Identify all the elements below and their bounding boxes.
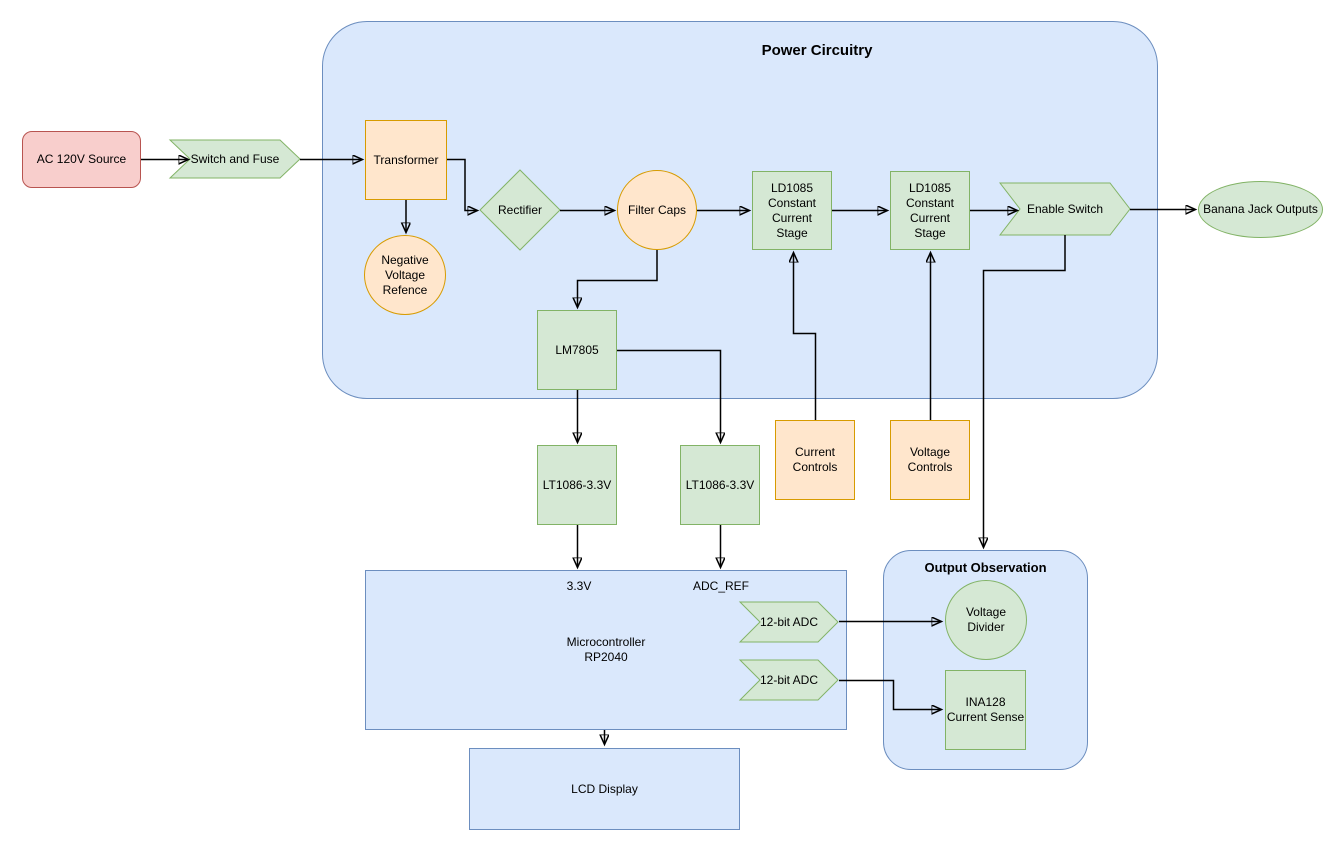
node-filter-caps-label: Filter Caps <box>627 202 686 217</box>
step-arrow-shape <box>998 182 1131 236</box>
node-switch-and-fuse-label: Switch and Fuse <box>190 151 280 166</box>
node-switch-and-fuse: Switch and Fuse <box>168 139 301 179</box>
node-filter-caps: Filter Caps <box>617 170 697 250</box>
node-lm7805: LM7805 <box>537 310 617 390</box>
diamond-shape <box>479 169 561 251</box>
group-power-circuitry-title: Power Circuitry <box>761 42 873 59</box>
node-banana-jack-outputs-label: Banana Jack Outputs <box>1203 202 1318 216</box>
node-negative-voltage-reference: Negative Voltage Refence <box>364 235 446 315</box>
node-lm7805-label: LM7805 <box>555 342 599 357</box>
node-microcontroller-rp2040: 3.3V ADC_REF Microcontroller RP2040 <box>365 570 847 730</box>
node-enable-switch-label: Enable Switch <box>1026 201 1104 216</box>
node-ld1085-stage-2: LD1085 Constant Current Stage <box>890 171 970 250</box>
node-microcontroller-rp2040-label: Microcontroller RP2040 <box>566 635 646 664</box>
node-voltage-controls: Voltage Controls <box>890 420 970 500</box>
node-current-controls: Current Controls <box>775 420 855 500</box>
node-banana-jack-outputs: Banana Jack Outputs <box>1198 181 1323 238</box>
step-arrow-shape <box>738 659 839 701</box>
node-lt1086-1: LT1086-3.3V <box>537 445 617 525</box>
node-ld1085-stage-1: LD1085 Constant Current Stage <box>752 171 832 250</box>
node-adc-1-label: 12-bit ADC <box>759 614 819 629</box>
mcu-pin-adc-ref-label: ADC_REF <box>692 579 749 593</box>
node-ld1085-stage-2-label: LD1085 Constant Current Stage <box>905 180 955 240</box>
node-ac-120v-source-label: AC 120V Source <box>36 152 127 166</box>
node-transformer: Transformer <box>365 120 447 200</box>
node-lt1086-2-label: LT1086-3.3V <box>685 477 755 492</box>
node-lcd-display-label: LCD Display <box>571 781 638 796</box>
node-voltage-controls-label: Voltage Controls <box>907 445 953 474</box>
node-ac-120v-source: AC 120V Source <box>22 131 141 188</box>
node-adc-2-label: 12-bit ADC <box>759 672 819 687</box>
node-enable-switch: Enable Switch <box>998 182 1131 236</box>
node-rectifier-label: Rectifier <box>497 202 542 217</box>
node-ina128-current-sense: INA128 Current Sense <box>945 670 1026 750</box>
node-rectifier: Rectifier <box>479 169 561 251</box>
node-lcd-display: LCD Display <box>469 748 740 830</box>
node-lt1086-1-label: LT1086-3.3V <box>542 477 612 492</box>
group-output-observation-title: Output Observation <box>924 560 1047 575</box>
node-negative-voltage-reference-label: Negative Voltage Refence <box>381 252 429 297</box>
mcu-pin-3v3-label: 3.3V <box>566 579 592 593</box>
node-voltage-divider: Voltage Divider <box>945 580 1027 660</box>
node-voltage-divider-label: Voltage Divider <box>965 605 1007 634</box>
node-ld1085-stage-1-label: LD1085 Constant Current Stage <box>767 180 817 240</box>
step-arrow-shape <box>738 601 839 643</box>
node-transformer-label: Transformer <box>373 152 439 167</box>
node-lt1086-2: LT1086-3.3V <box>680 445 760 525</box>
node-current-controls-label: Current Controls <box>792 445 838 474</box>
node-adc-2: 12-bit ADC <box>738 659 839 701</box>
node-adc-1: 12-bit ADC <box>738 601 839 643</box>
node-ina128-current-sense-label: INA128 Current Sense <box>946 695 1025 724</box>
